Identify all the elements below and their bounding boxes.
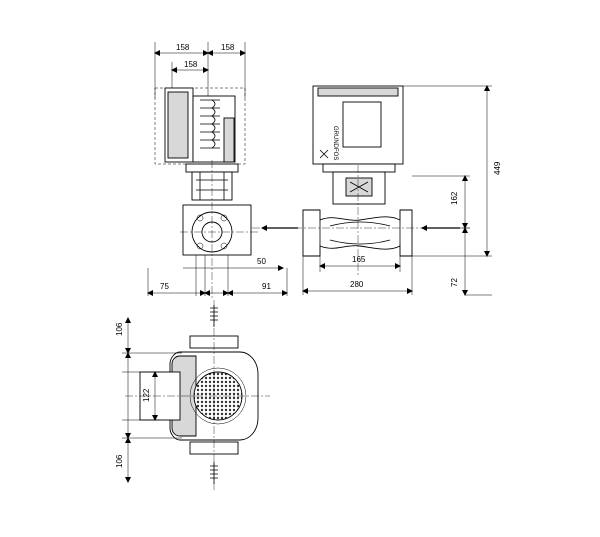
top-view: 106 122 106 (115, 300, 270, 490)
dim-front-flange-spacing: 165 (352, 255, 366, 264)
side-view: 158 158 158 50 (147, 42, 288, 300)
dim-front-height-total: 449 (493, 161, 502, 175)
dim-front-base: 72 (450, 278, 459, 287)
brand-logo-text: GRUNDFOS (332, 126, 338, 160)
dim-front-height-port: 162 (450, 191, 459, 205)
dim-top-center: 122 (142, 388, 151, 402)
dim-side-bottom-left: 75 (160, 282, 169, 291)
dim-side-bottom-right: 91 (262, 282, 271, 291)
dim-top-lower: 106 (115, 454, 124, 468)
dim-front-width: 280 (350, 280, 364, 289)
dim-top-upper: 106 (115, 322, 124, 336)
dim-side-top-right: 158 (221, 43, 235, 52)
front-view: GRUNDFOS 449 162 72 165 (252, 85, 502, 296)
dim-side-offset: 50 (257, 257, 266, 266)
dim-side-top-left: 158 (176, 43, 190, 52)
dim-side-top-inner: 158 (184, 60, 198, 69)
